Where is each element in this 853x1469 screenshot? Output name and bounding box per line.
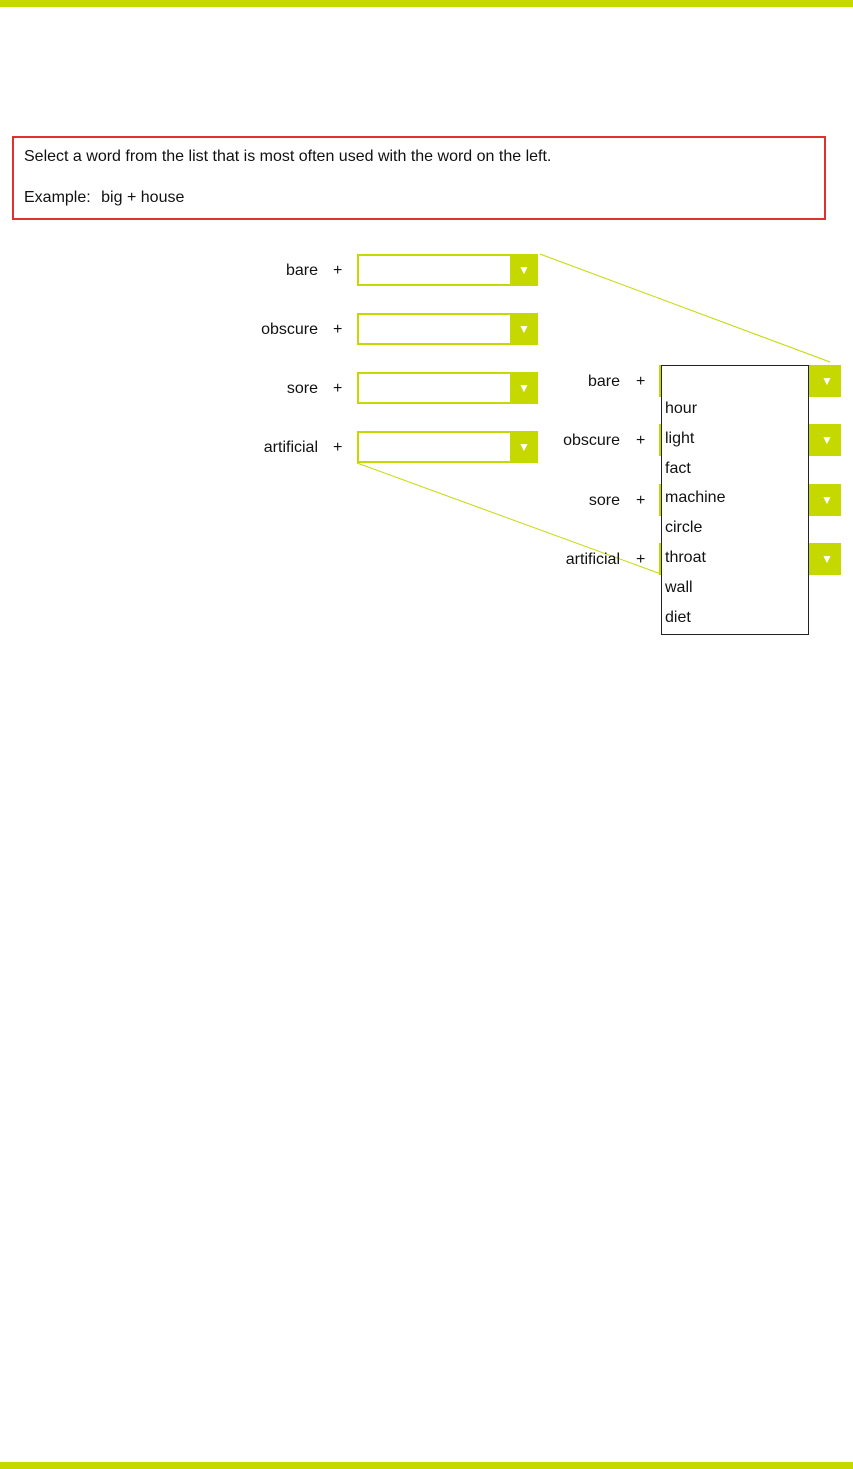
dropdown-option[interactable]: fact xyxy=(665,459,691,477)
instructions-box: Select a word from the list that is most… xyxy=(12,136,826,220)
example-right-word: house xyxy=(140,189,185,206)
dropdown-option[interactable]: light xyxy=(665,429,695,447)
example-line: Example: big + house xyxy=(24,189,184,207)
chevron-down-icon[interactable]: ▼ xyxy=(821,433,833,447)
dropdown-option[interactable]: hour xyxy=(665,400,698,417)
plus-sign: + xyxy=(333,439,343,456)
chevron-down-icon[interactable]: ▼ xyxy=(510,313,538,345)
dropdown-option[interactable]: circle xyxy=(665,519,703,537)
dropdown-option[interactable]: diet xyxy=(665,608,691,626)
dropdown-option[interactable]: machine xyxy=(665,489,726,507)
chevron-down-icon[interactable]: ▼ xyxy=(510,254,538,286)
chevron-down-icon[interactable]: ▼ xyxy=(510,372,538,404)
answer-select-obscure[interactable]: ▼ xyxy=(357,313,538,345)
answer-select-bare[interactable]: ▼ xyxy=(357,254,538,286)
chevron-down-icon[interactable]: ▼ xyxy=(821,374,833,388)
answer-select-sore[interactable]: ▼ xyxy=(357,372,538,404)
bottom-accent-bar xyxy=(0,1462,853,1469)
plus-sign: + xyxy=(636,492,646,509)
chevron-down-icon[interactable]: ▼ xyxy=(510,431,538,463)
plus-sign: + xyxy=(333,262,343,279)
question-word-bare: bare xyxy=(285,262,318,279)
top-accent-bar xyxy=(0,0,853,7)
dropdown-option[interactable]: wall xyxy=(665,578,693,596)
answer-select-artificial[interactable]: ▼ xyxy=(357,431,538,463)
zoom-question-word-obscure: obscure xyxy=(563,432,620,449)
dropdown-option[interactable]: throat xyxy=(665,548,706,566)
zoom-question-word-sore: sore xyxy=(588,492,620,509)
example-plus: + xyxy=(126,189,137,206)
dropdown-empty-option[interactable] xyxy=(662,366,808,394)
question-word-artificial: artificial xyxy=(263,439,318,456)
zoom-question-word-bare: bare xyxy=(587,373,620,390)
question-word-obscure: obscure xyxy=(261,321,318,338)
example-label: Example: xyxy=(24,189,91,206)
instructions-text: Select a word from the list that is most… xyxy=(24,148,552,165)
example-left-word: big xyxy=(101,189,123,206)
chevron-down-icon[interactable]: ▼ xyxy=(821,552,833,566)
zoom-question-word-artificial: artificial xyxy=(565,551,620,568)
plus-sign: + xyxy=(636,432,646,449)
plus-sign: + xyxy=(636,373,646,390)
question-word-sore: sore xyxy=(286,380,318,397)
chevron-down-icon[interactable]: ▼ xyxy=(821,493,833,507)
dropdown-options-list[interactable]: hour light fact machine circle throat wa… xyxy=(661,365,809,635)
plus-sign: + xyxy=(333,321,343,338)
plus-sign: + xyxy=(636,551,646,568)
plus-sign: + xyxy=(333,380,343,397)
